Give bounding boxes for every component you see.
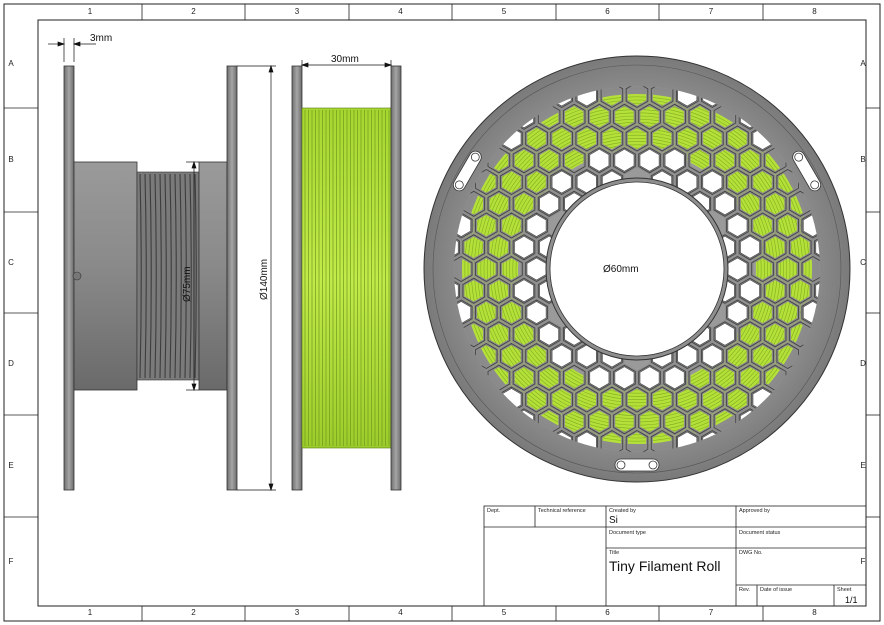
dept-label: Dept. [487,508,501,514]
zone-row-label: F [860,556,866,566]
dim-60mm: Ø60mm [603,264,639,275]
zone-column-label: 6 [605,608,610,617]
zone-column-label: 4 [398,7,403,16]
zone-column-label: 6 [605,7,610,16]
zone-column-label: 2 [191,7,196,16]
sheet-label: Sheet [837,587,852,593]
zone-row-label: D [8,359,14,368]
zone-column-label: 4 [398,608,403,617]
title-block [483,505,867,607]
sheet-value: 1/1 [845,595,858,605]
created-by-value: Si [609,515,618,526]
created-by-label: Created by [609,508,636,514]
zone-row-label: E [860,461,866,470]
dim-3mm: 3mm [90,33,112,44]
document-status-label: Document status [739,530,781,536]
zone-column-label: 7 [708,608,714,617]
dim-140mm: Ø140mm [259,259,270,300]
drawing-title: Tiny Filament Roll [609,558,721,574]
zone-column-label: 2 [191,608,196,617]
dim-75mm: Ø75mm [182,266,193,302]
zone-column-label: 5 [501,7,507,16]
zone-column-label: 8 [812,7,817,16]
zone-row-label: F [8,556,14,566]
dwg-no-label: DWG No. [739,550,763,556]
assembled-side-view [291,65,402,491]
technical-reference-label: Technical reference [538,508,586,514]
zone-column-label: 7 [708,7,714,16]
zone-column-label: 3 [294,608,300,617]
dim-30mm: 30mm [331,54,359,65]
zone-row-label: D [860,359,866,368]
approved-by-label: Approved by [739,508,770,514]
zone-column-label: 3 [294,7,300,16]
zone-column-label: 1 [87,608,93,617]
document-type-label: Document type [609,530,646,536]
zone-column-label: 1 [87,7,93,16]
zone-row-label: C [8,257,14,267]
zone-row-label: E [8,461,14,470]
date-of-issue-label: Date of issue [760,587,793,593]
cap-side-view [198,65,238,491]
spool-side-view [63,65,200,491]
zone-row-label: B [8,155,14,164]
title-label: Title [609,550,620,556]
spool-front-view [423,55,851,483]
zone-row-label: C [860,257,866,267]
rev-label: Rev. [739,587,750,593]
zone-row-label: A [860,59,866,68]
zone-column-label: 5 [501,608,507,617]
zone-row-label: A [8,59,14,68]
zone-column-label: 8 [812,608,817,617]
zone-row-label: B [860,155,866,164]
